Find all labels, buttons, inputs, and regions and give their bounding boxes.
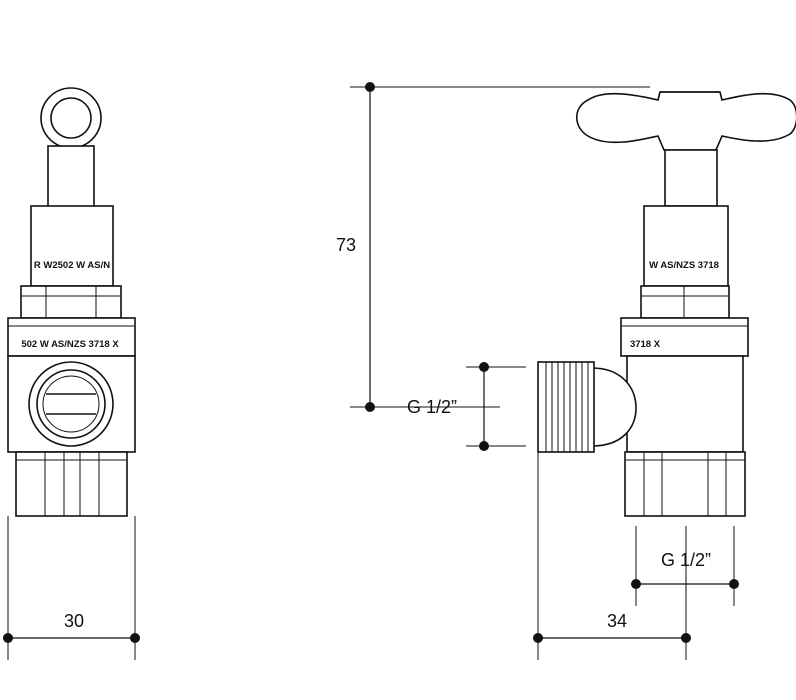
side-hex-nut [640,285,730,319]
outlet-thread-label: G 1/2” [661,550,711,570]
handle-ring-inner [50,97,92,139]
thread-lines [545,362,589,452]
front-body-collar [7,317,136,357]
threaded-inlet [537,361,595,453]
side-handle-stem [664,149,718,207]
outlet-circle-outer [28,361,114,447]
inlet-thread-label: G 1/2” [407,397,457,417]
cross-handle [575,91,796,151]
front-body-marking: 502 W AS/NZS 3718 X [21,339,119,350]
front-stem-marking: R W2502 W AS/N [34,260,110,271]
front-hex-nut [20,285,122,319]
inlet-elbow [591,367,637,447]
side-spindle [643,205,729,287]
side-body-marking: 3718 X [630,339,661,350]
front-lower-hex [15,451,128,517]
front-view: R W2502 W AS/N 502 W AS/NZS 3718 X 30 [3,87,140,660]
side-body-collar [620,317,749,357]
height-dimension-label: 73 [336,235,356,255]
handle-ring-outer [40,87,102,149]
outlet-circle-mid [36,369,106,439]
offset-dimension-label: 34 [607,611,627,631]
front-spindle [30,205,114,287]
width-dimension-label: 30 [64,611,84,631]
handle-stem [47,145,95,209]
side-view: W AS/NZS 3718 3718 X [336,82,796,660]
side-stem-marking: W AS/NZS 3718 [649,260,719,271]
side-lower-hex [624,451,746,517]
side-main-body [626,355,744,453]
